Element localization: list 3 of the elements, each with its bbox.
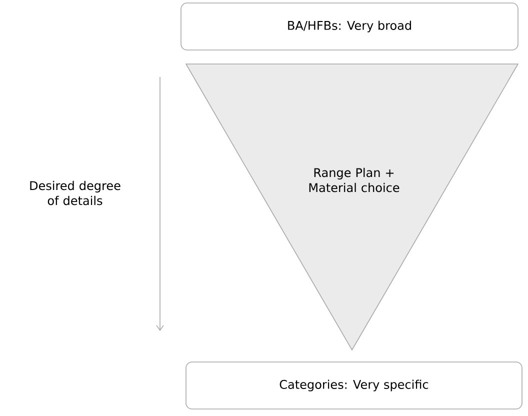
text-box: Categories: Very specific <box>186 362 522 410</box>
text-box: BA/HFBs: Very broad <box>180 2 518 50</box>
axis-label: Desired degree of details <box>30 180 120 206</box>
